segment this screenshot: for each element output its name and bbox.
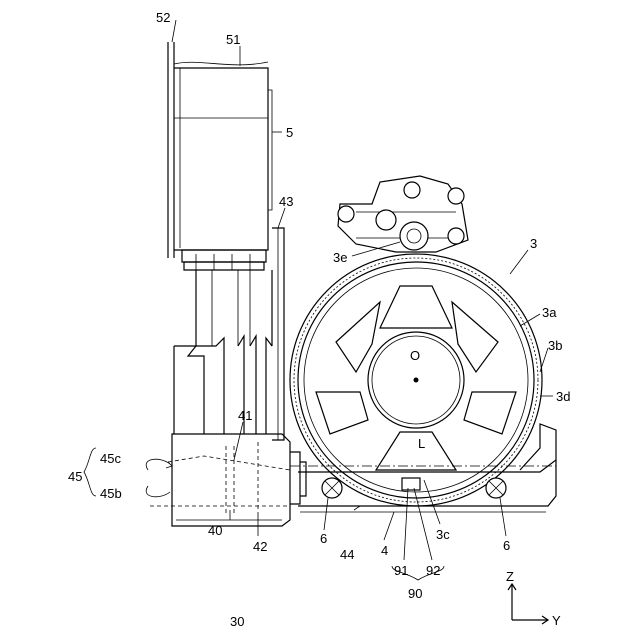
label-52: 52 [156, 10, 170, 25]
label-L: L [418, 436, 425, 451]
label-5: 5 [286, 125, 293, 140]
label-30: 30 [230, 614, 244, 629]
label-3a: 3a [542, 305, 557, 320]
label-Y: Y [552, 613, 561, 628]
label-40: 40 [208, 523, 222, 538]
gear-3 [290, 254, 556, 506]
label-6-right: 6 [503, 538, 510, 553]
lower-unit-40 [150, 434, 306, 526]
label-6-left: 6 [320, 531, 327, 546]
label-41: 41 [238, 408, 252, 423]
label-42: 42 [253, 539, 267, 554]
upper-unit-5 [168, 42, 272, 270]
label-92: 92 [426, 563, 440, 578]
axis-indicator [508, 584, 548, 624]
label-3d: 3d [556, 389, 570, 404]
label-O: O [410, 348, 420, 363]
label-90: 90 [408, 586, 422, 601]
label-3c: 3c [436, 527, 450, 542]
label-43: 43 [279, 194, 293, 209]
label-3b: 3b [548, 338, 562, 353]
label-45: 45 [68, 469, 82, 484]
label-45b: 45b [100, 486, 122, 501]
drive-gear-housing [338, 176, 468, 252]
label-44: 44 [340, 547, 354, 562]
label-4: 4 [381, 543, 388, 558]
label-45c: 45c [100, 451, 121, 466]
label-3: 3 [530, 236, 537, 251]
label-3e: 3e [333, 250, 347, 265]
label-Z: Z [506, 569, 514, 584]
frame-shaft [174, 228, 284, 440]
brace-45 [84, 448, 172, 497]
label-91: 91 [394, 563, 408, 578]
label-51: 51 [226, 32, 240, 47]
